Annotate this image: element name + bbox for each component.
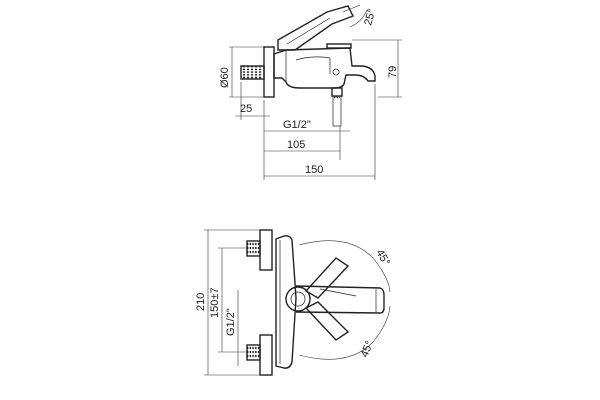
- label-front-angle-bottom: 45°: [359, 339, 376, 359]
- label-side-height: 79: [387, 66, 399, 78]
- front-lever-upper: [304, 257, 350, 299]
- dim-front-thread: G1/2": [225, 290, 239, 366]
- dim-side-handle-angle: 25°: [342, 4, 378, 28]
- side-view: 25° Ø60 79 25 G1/2": [219, 4, 402, 180]
- dim-side-thread: G1/2": [263, 119, 350, 180]
- dim-front-total-height: 210: [195, 229, 260, 376]
- label-front-thread: G1/2": [225, 308, 237, 336]
- label-side-thread: G1/2": [283, 119, 311, 131]
- label-side-diameter: Ø60: [219, 67, 231, 88]
- label-side-handle-angle: 25°: [362, 8, 378, 27]
- front-view: 45° 45° 210 150±7 G1/2": [195, 229, 392, 376]
- side-outlet-stub: [331, 87, 343, 97]
- front-spout: [295, 285, 385, 314]
- front-cartridge-hub: [285, 286, 311, 312]
- label-front-angle-top: 45°: [373, 248, 392, 268]
- side-handle-lever: [277, 5, 354, 51]
- front-bottom-rosette: [259, 334, 273, 376]
- label-front-total-height: 210: [195, 293, 207, 311]
- dim-side-height: 79: [352, 39, 402, 98]
- dim-front-angle-bottom: 45°: [298, 305, 391, 360]
- dim-side-diameter: Ø60: [219, 46, 264, 98]
- dim-side-wall-offset: 25: [235, 82, 270, 120]
- front-top-rosette: [259, 229, 273, 271]
- front-lever-lower: [304, 301, 350, 341]
- label-side-outlet-reach: 105: [287, 139, 305, 151]
- side-wall-rosette: [263, 46, 275, 98]
- label-side-total-reach: 150: [305, 164, 323, 176]
- dim-front-center-distance: 150±7: [209, 247, 247, 353]
- dim-side-total-reach: 150: [264, 84, 376, 180]
- label-front-center-distance: 150±7: [209, 287, 221, 318]
- dim-side-outlet-reach: 105: [264, 139, 340, 152]
- label-side-wall-offset: 25: [240, 103, 252, 115]
- side-mixer-body: [273, 47, 376, 89]
- side-outlet-thread: [332, 95, 342, 127]
- front-mixer-body: [275, 235, 297, 369]
